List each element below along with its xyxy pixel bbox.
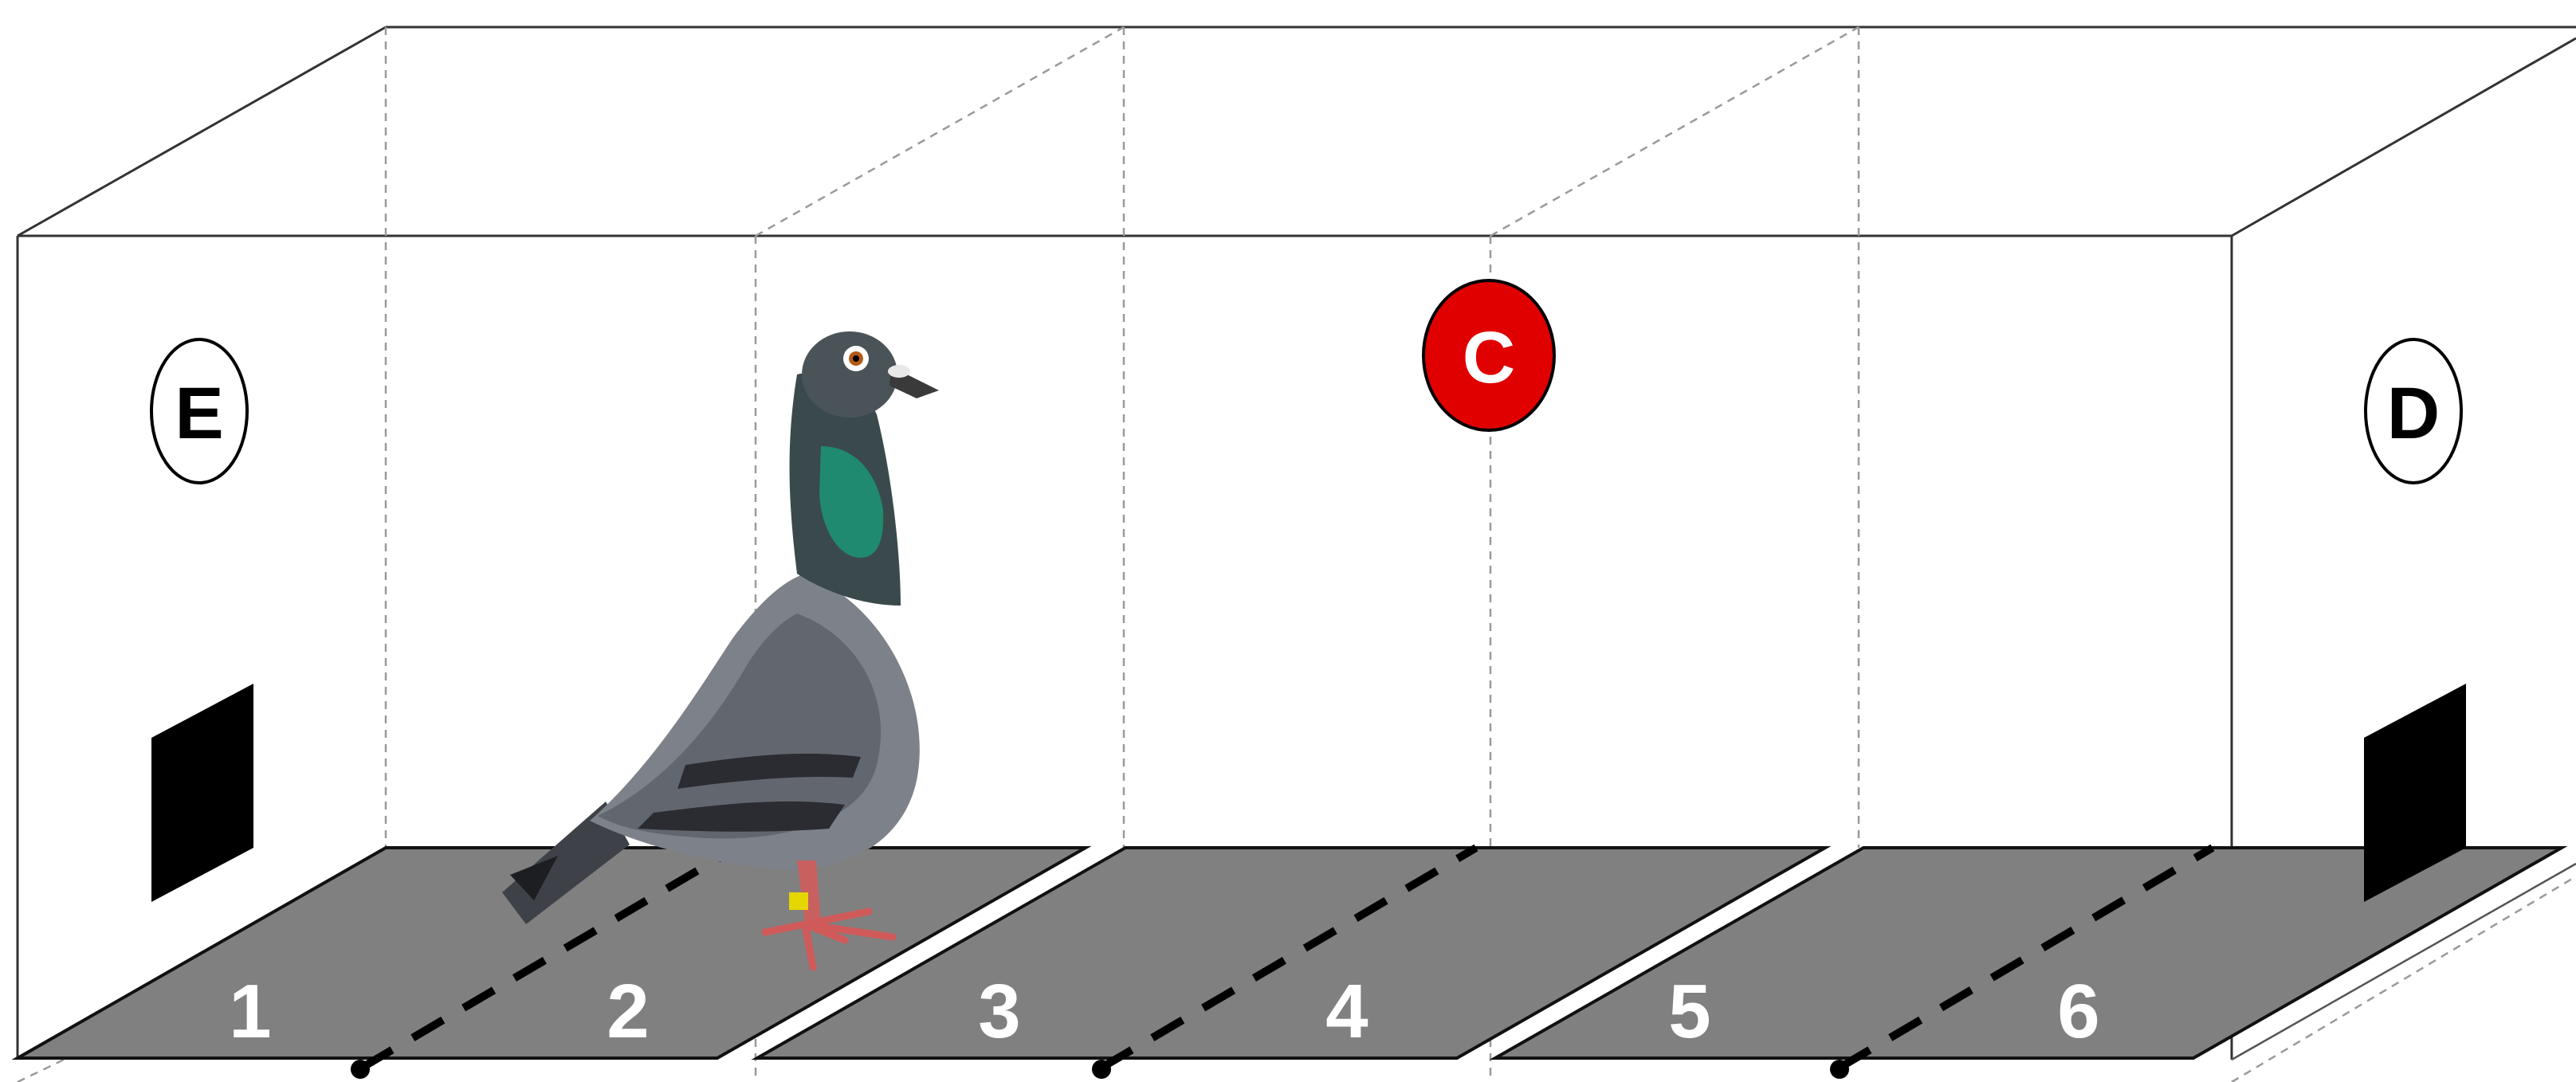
zone-label-1: 1 [229,969,271,1054]
floor-pads [11,846,2568,1060]
zone-label-3: 3 [978,969,1020,1054]
pad-dividers [359,844,2215,1072]
marker-e: E [150,338,249,484]
zone-label-4: 4 [1325,969,1368,1054]
floor-pad-3 [1489,846,2568,1060]
zone-label-5: 5 [1668,969,1710,1054]
svg-text:E: E [175,373,223,454]
zone-label-6: 6 [2057,969,2099,1054]
pigeon-icon [502,331,939,971]
right-feeder [2364,684,2466,902]
right-floor-edge [2231,862,2576,1061]
marker-d: D [2364,338,2463,484]
marker-c: C [1422,279,1556,432]
svg-text:D: D [2387,373,2440,454]
svg-text:C: C [1463,317,1515,398]
divider-pivots [351,1060,1849,1079]
left-feeder [151,684,253,902]
zone-label-2: 2 [607,969,649,1054]
floor-pad-2 [751,846,1832,1060]
